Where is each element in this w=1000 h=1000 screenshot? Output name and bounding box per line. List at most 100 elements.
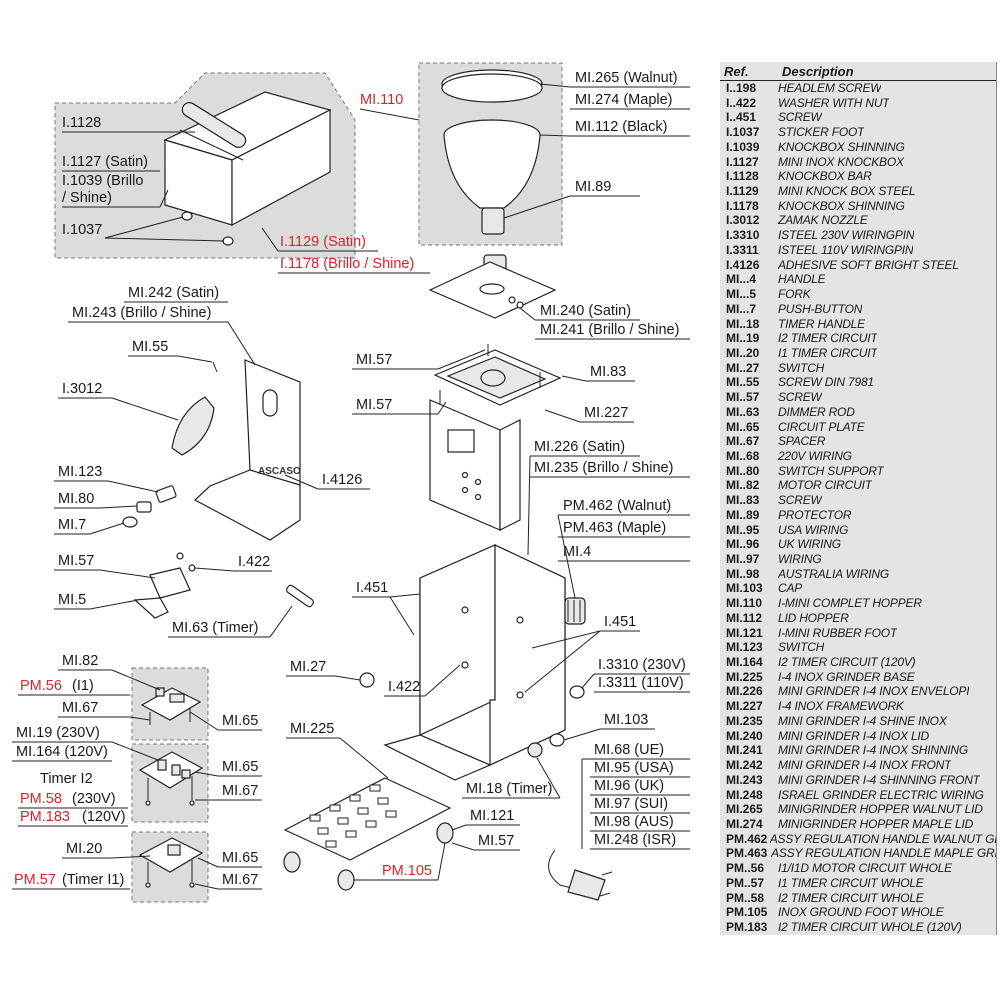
part-description: HANDLE [778, 272, 826, 287]
framework-drawing [429, 344, 562, 531]
lid-plate-drawing [428, 254, 557, 319]
part-description: WIRING [778, 552, 822, 566]
label-mi123: MI.123 [58, 464, 102, 480]
part-ref: I.1037 [726, 125, 760, 140]
label-mi19: MI.19 (230V) [16, 725, 100, 741]
label-mi63: MI.63 (Timer) [172, 620, 258, 636]
part-ref: I.3012 [726, 213, 760, 228]
part-description: I-MINI COMPLET HOPPER [778, 596, 922, 611]
part-ref: MI..55 [726, 375, 760, 390]
label-mi83: MI.83 [590, 364, 626, 380]
part-ref: MI.103 [726, 581, 763, 596]
label-mi274: MI.274 (Maple) [575, 92, 673, 108]
table-row: I.1129 MINI KNOCK BOX STEEL [720, 184, 996, 199]
label-i3311: I.3311 (110V) [598, 675, 684, 691]
table-row: MI.103 CAP [720, 581, 996, 596]
part-ref: MI..18 [726, 316, 760, 331]
part-description: CAP [778, 581, 803, 596]
part-ref: MI..63 [726, 404, 760, 419]
part-ref: MI..95 [726, 522, 760, 537]
label-timer-i2: Timer I2 [40, 771, 93, 787]
timer-i1-drawing [138, 837, 204, 888]
label-i4126: I.4126 [322, 472, 362, 488]
label-mi112: MI.112 (Black) [575, 119, 667, 135]
part-description: I2 TIMER CIRCUIT (120V) [778, 655, 916, 670]
part-ref: I.4126 [726, 257, 760, 272]
label-pm56-variant: (I1) [72, 678, 94, 694]
part-ref: I.1129 [726, 184, 759, 199]
switch-parts-drawing [122, 485, 177, 528]
part-ref: I.3311 [726, 242, 759, 257]
part-description: MINI GRINDER I-4 INOX LID [778, 728, 930, 743]
nozzle-drawing [171, 396, 215, 456]
part-ref: MI..57 [726, 390, 760, 405]
label-pm56: PM.56 [20, 678, 62, 694]
label-i1178: I.1178 (Brillo / Shine) [280, 256, 414, 272]
part-ref: MI.265 [726, 802, 763, 817]
label-mi18: MI.18 (Timer) [466, 781, 552, 797]
label-mi5: MI.5 [58, 592, 86, 608]
table-row: I.3311 ISTEEL 110V WIRINGPIN [720, 243, 996, 258]
part-description: MINI GRINDER I-4 INOX FRONT [778, 758, 952, 773]
part-description: SCREW [778, 110, 822, 125]
power-cord-drawing [548, 849, 613, 901]
label-mi265: MI.265 (Walnut) [575, 70, 678, 86]
part-description: AUSTRALIA WIRING [778, 566, 890, 581]
part-description: ISTEEL 110V WIRINGPIN [778, 242, 914, 257]
part-description: MINIGRINDER HOPPER MAPLE LID [778, 816, 974, 831]
part-description: I1 TIMER CIRCUIT WHOLE [778, 875, 924, 890]
part-ref: I..451 [726, 110, 757, 125]
part-description: MINI KNOCK BOX STEEL [778, 184, 916, 199]
label-i1039b: / Shine) [62, 190, 112, 206]
label-i451a: I.451 [356, 580, 388, 596]
part-ref: PM.463 [726, 846, 768, 861]
label-mi27: MI.27 [290, 659, 326, 675]
timer-handle-drawing [527, 742, 543, 758]
table-row: I..451 SCREW [720, 110, 996, 125]
part-ref: MI...4 [726, 272, 757, 287]
label-mi55: MI.55 [132, 339, 168, 355]
part-ref: MI.123 [726, 640, 763, 655]
label-pm105: PM.105 [382, 863, 432, 879]
label-pm58-variant: (230V) [72, 791, 116, 807]
part-ref: MI..19 [726, 331, 760, 346]
part-ref: MI..82 [726, 478, 760, 493]
part-description: I-MINI RUBBER FOOT [778, 625, 898, 640]
part-description: I2 TIMER CIRCUIT WHOLE (120V) [778, 919, 962, 934]
label-pm57: PM.57 [14, 872, 56, 888]
label-mi226: MI.226 (Satin) [534, 439, 625, 455]
part-ref: MI.235 [726, 713, 763, 728]
base-plate-drawing [283, 777, 454, 891]
label-pm183-variant: (120V) [82, 809, 126, 825]
label-mi103: MI.103 [604, 712, 648, 728]
label-mi68: MI.68 (UE) [594, 742, 664, 758]
label-mi227: MI.227 [584, 405, 628, 421]
part-description: TIMER HANDLE [778, 316, 865, 331]
label-i1129: I.1129 (Satin) [280, 234, 366, 250]
part-description: KNOCKBOX BAR [778, 169, 872, 184]
label-i1039a: I.1039 (Brillo [62, 173, 143, 189]
label-mi20: MI.20 [66, 841, 102, 857]
part-ref: PM..57 [726, 875, 765, 890]
label-mi67a: MI.67 [62, 700, 98, 716]
part-ref: MI...7 [726, 301, 757, 316]
